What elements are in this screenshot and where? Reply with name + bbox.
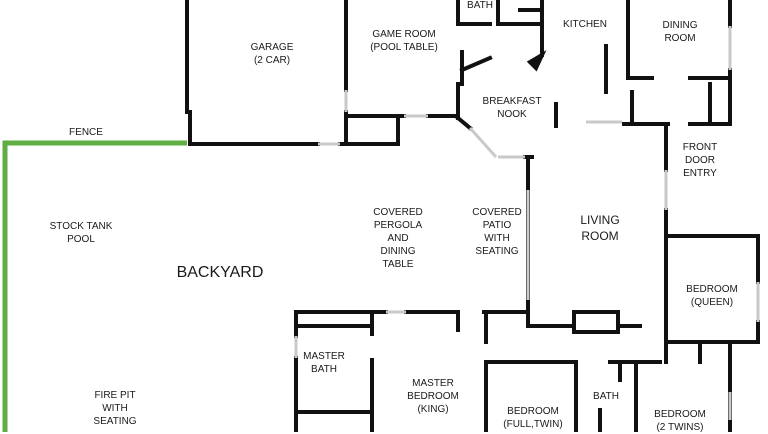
area-backyard: BACKYARD — [176, 264, 264, 281]
room-living: LIVING ROOM — [580, 213, 620, 243]
room-bedroom-two-twins: BEDROOM (2 TWINS) — [654, 409, 706, 433]
room-master-bedroom: MASTER BEDROOM (KING) — [407, 378, 459, 415]
area-stock-tank-pool: STOCK TANK POOL — [49, 221, 113, 245]
room-front-door-entry: FRONT DOOR ENTRY — [682, 142, 718, 179]
room-bedroom-queen: BEDROOM (QUEEN) — [686, 284, 738, 308]
room-bath-bottom: BATH — [593, 391, 619, 402]
room-master-bath: MASTER BATH — [303, 351, 345, 375]
label-fence: FENCE — [69, 127, 103, 138]
window — [468, 126, 498, 159]
room-bedroom-full-twin: BEDROOM (FULL,TWIN) — [503, 406, 563, 430]
room-bath-top: BATH — [467, 0, 493, 11]
nook-bend — [455, 115, 473, 131]
room-dining: DINING ROOM — [662, 20, 698, 44]
area-covered-patio: COVERED PATIO WITH SEATING — [472, 207, 522, 257]
room-breakfast-nook: BREAKFAST NOOK — [482, 96, 542, 120]
fence-line — [2, 140, 187, 432]
area-fire-pit: FIRE PIT WITH SEATING — [93, 390, 137, 427]
windows — [294, 26, 760, 420]
area-covered-pergola: COVERED PERGOLA AND DINING TABLE — [373, 207, 423, 270]
walls — [185, 0, 760, 432]
kitchen-corner — [526, 50, 547, 72]
room-garage: GARAGE (2 CAR) — [250, 42, 294, 66]
nook-top-2 — [459, 55, 493, 73]
room-game: GAME ROOM (POOL TABLE) — [370, 29, 438, 53]
room-kitchen: KITCHEN — [563, 19, 607, 30]
fireplace — [572, 310, 620, 334]
